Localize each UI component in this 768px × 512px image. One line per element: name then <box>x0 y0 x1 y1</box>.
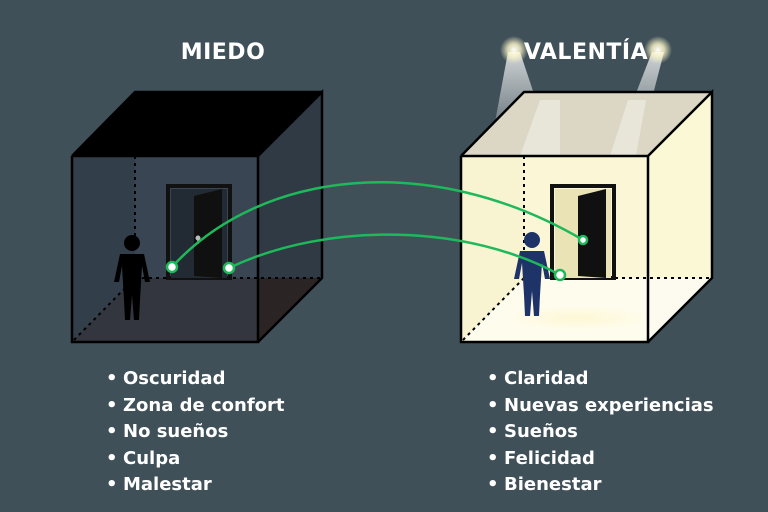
connector-endpoints <box>165 234 589 282</box>
courage-door <box>550 184 616 280</box>
courage-item: Nuevas experiencias <box>487 393 714 420</box>
courage-list: Claridad Nuevas experiencias Sueños Feli… <box>487 366 714 499</box>
connector-lower <box>228 233 561 277</box>
fear-title: MIEDO <box>180 40 266 65</box>
fear-list: Oscuridad Zona de confort No sueños Culp… <box>106 366 285 499</box>
fear-item: No sueños <box>106 419 285 446</box>
fear-item: Oscuridad <box>106 366 285 393</box>
fear-item: Culpa <box>106 446 285 473</box>
courage-item: Felicidad <box>487 446 714 473</box>
fear-person <box>114 235 150 320</box>
courage-title: VALENTÍA <box>523 40 649 65</box>
left-lamp-icon <box>500 36 528 64</box>
courage-item: Sueños <box>487 419 714 446</box>
right-lamp-icon <box>644 36 672 64</box>
fear-item: Malestar <box>106 472 285 499</box>
courage-person <box>514 232 550 316</box>
fear-item: Zona de confort <box>106 393 285 420</box>
endpoint-courage-person <box>553 268 567 282</box>
fear-ceiling <box>72 92 322 156</box>
connectors <box>171 181 584 277</box>
courage-item: Claridad <box>487 366 714 393</box>
courage-room <box>459 36 714 344</box>
connector-upper <box>171 181 584 268</box>
courage-ceiling <box>461 92 712 156</box>
endpoint-fear-door <box>222 261 236 275</box>
endpoint-fear-person <box>165 260 179 274</box>
fear-room <box>70 88 324 344</box>
courage-item: Bienestar <box>487 472 714 499</box>
endpoint-courage-door <box>577 234 589 246</box>
